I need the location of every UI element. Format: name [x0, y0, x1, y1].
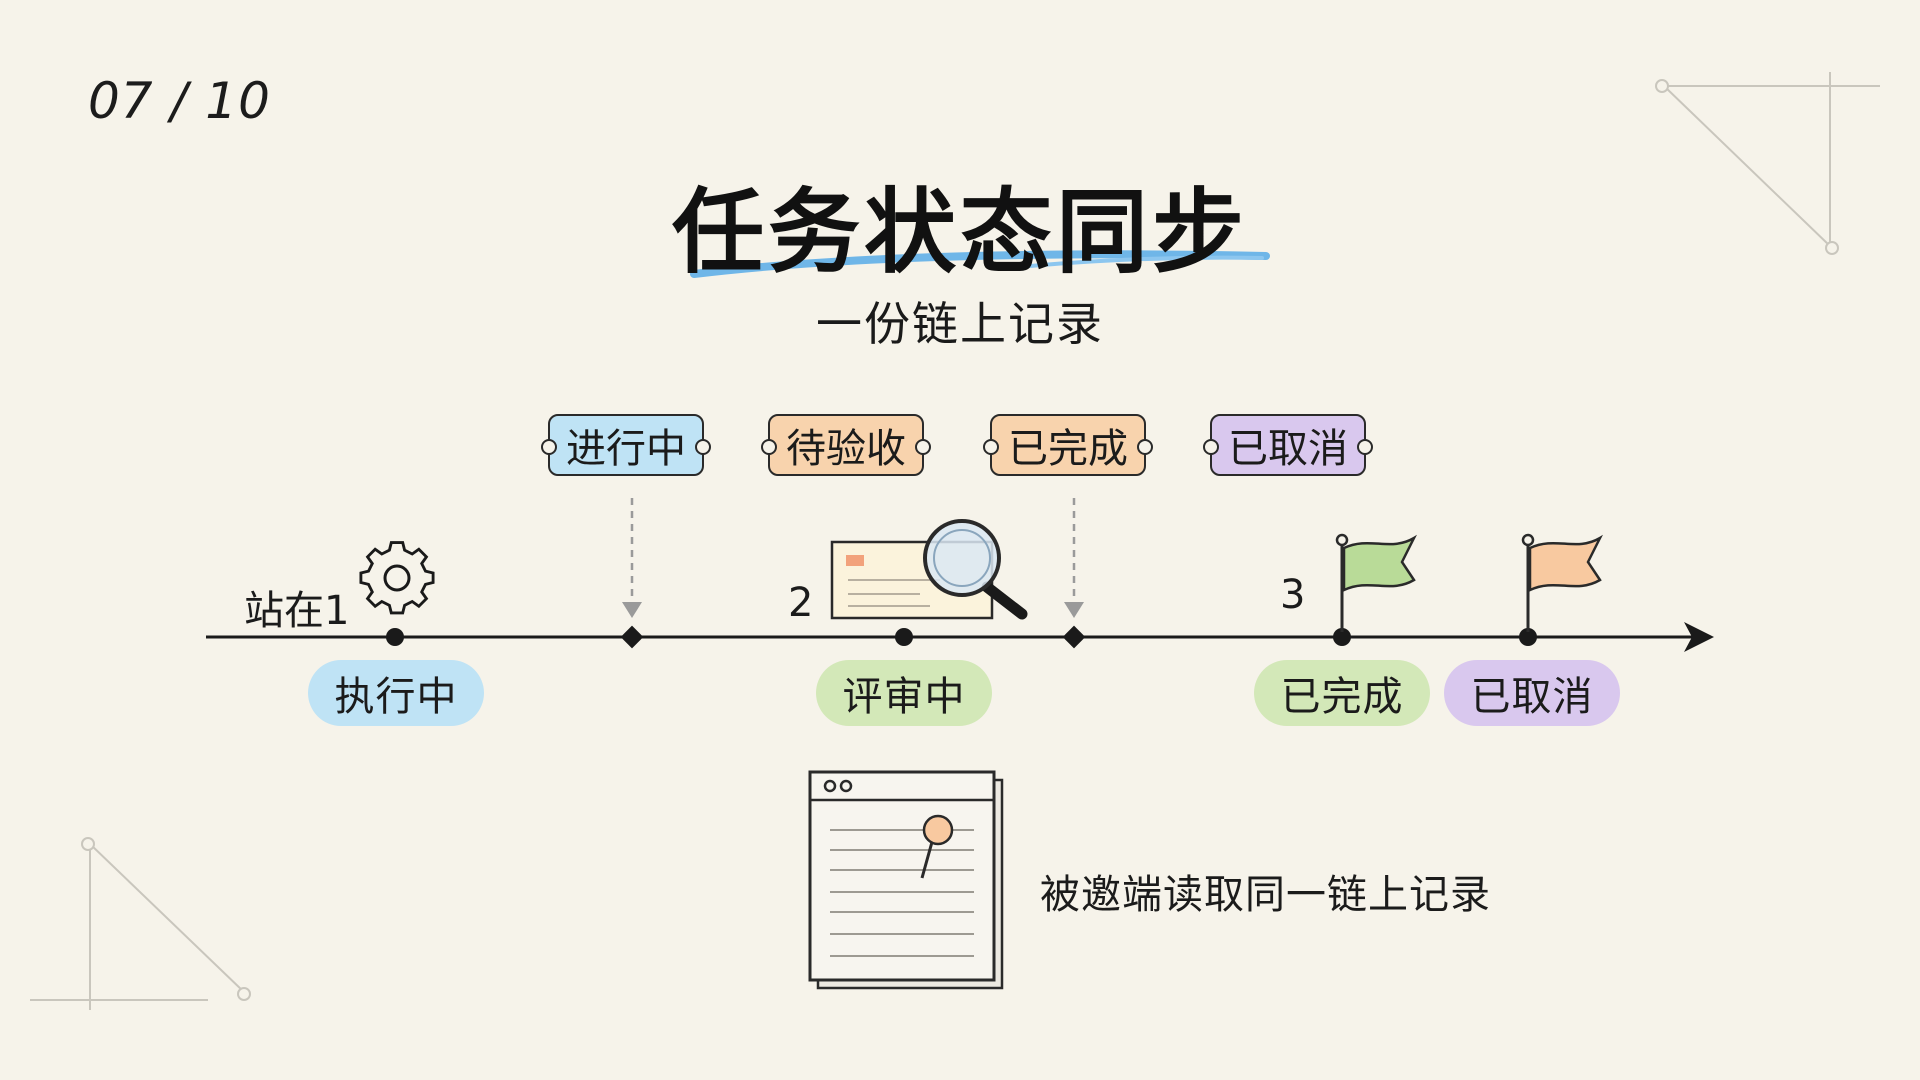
state-pill-executing: 执行中: [308, 660, 484, 726]
connector-arrowhead: [1064, 602, 1084, 618]
state-pill-label: 评审中: [842, 674, 966, 720]
green-flag-icon: [1335, 533, 1417, 632]
timeline-node: [620, 625, 644, 649]
state-pill-cancelled: 已取消: [1444, 660, 1620, 726]
status-tag-pending-acceptance: 待验收: [761, 414, 931, 476]
status-tag-label: 进行中: [566, 426, 686, 472]
orange-flag-icon: [1521, 533, 1603, 632]
dashed-connector: [630, 498, 1076, 606]
timeline-arrowhead: [1684, 622, 1714, 652]
status-tag-label: 待验收: [786, 426, 906, 472]
pinned-document-icon: [808, 770, 1004, 990]
status-tag-label: 已取消: [1228, 426, 1348, 472]
state-pill-reviewing: 评审中: [816, 660, 992, 726]
timeline-node: [1519, 628, 1537, 646]
connector-arrowhead: [622, 602, 642, 618]
status-tag-in-progress: 进行中: [541, 414, 711, 476]
status-tag-cancelled: 已取消: [1203, 414, 1373, 476]
state-pill-label: 已完成: [1280, 674, 1404, 720]
record-note: 被邀端读取同一链上记录: [1040, 872, 1491, 918]
gear-icon: [359, 541, 435, 615]
status-tag-label: 已完成: [1008, 426, 1128, 472]
status-tag-completed: 已完成: [983, 414, 1153, 476]
node-label-3: 3: [1280, 572, 1306, 618]
timeline-node: [1333, 628, 1351, 646]
state-pill-completed: 已完成: [1254, 660, 1430, 726]
timeline-node: [386, 628, 404, 646]
node-label-station: 站在1: [244, 588, 350, 634]
state-pill-label: 执行中: [334, 674, 458, 720]
magnifier-icon: [923, 519, 1028, 620]
page-counter: 07 / 10: [88, 72, 271, 130]
state-pill-label: 已取消: [1470, 674, 1594, 720]
page-subtitle: 一份链上记录: [816, 297, 1104, 351]
node-label-2: 2: [788, 580, 814, 626]
page-title: 任务状态同步: [671, 179, 1248, 286]
timeline-node: [895, 628, 913, 646]
timeline-node: [1062, 625, 1086, 649]
